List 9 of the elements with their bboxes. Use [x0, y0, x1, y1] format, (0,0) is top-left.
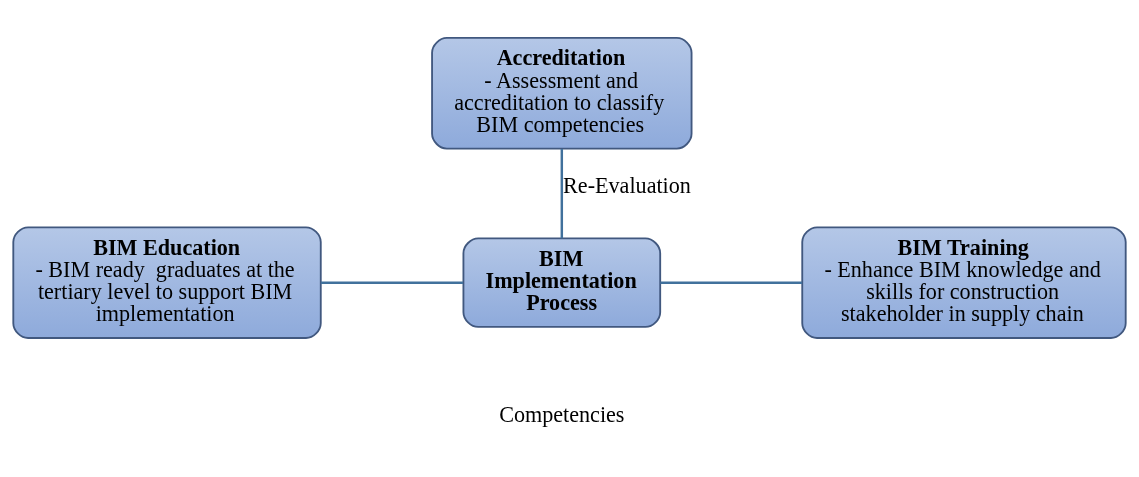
node-box: BIM Education - BIM ready graduates at the tertiary level to support BIM implementation — [12, 225, 322, 339]
connector — [320, 280, 463, 284]
node-box: BIM Training - Enhance BIM knowledge and skills for construction stakeholder in supply chain — [801, 225, 1127, 339]
connector — [560, 148, 564, 238]
edge-label: Re-Evaluation — [563, 172, 691, 198]
node-box: Accreditation - Assessment and accreditation to classify BIM competencies — [431, 36, 693, 150]
node-box: BIM Implementation Process — [462, 236, 662, 328]
label: Competencies — [499, 401, 625, 427]
connector — [660, 280, 803, 284]
